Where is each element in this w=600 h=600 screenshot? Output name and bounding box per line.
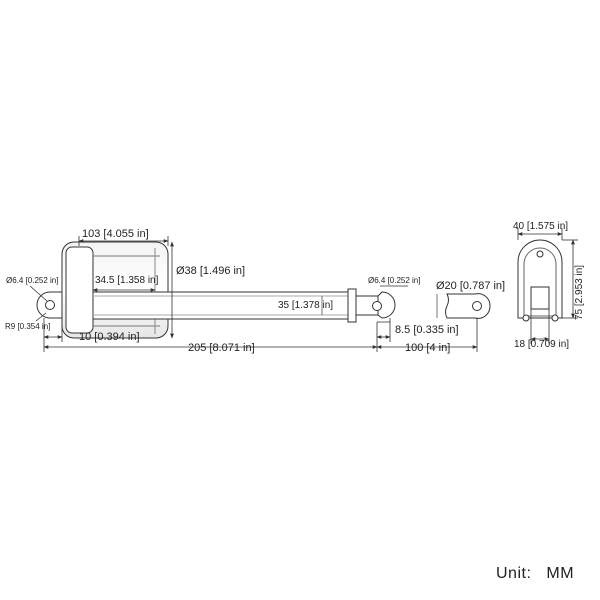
screw-top	[536, 250, 544, 258]
label-rear-radius: R9 [0.354 in]	[5, 322, 50, 331]
front-mounting-hole	[372, 301, 382, 311]
actuator-side-view	[36, 241, 396, 339]
leader-rear-radius	[35, 312, 47, 322]
label-motor-offset: 34.5 [1.358 in]	[95, 275, 159, 286]
extended-rod-view	[445, 293, 491, 319]
tube-collar	[347, 288, 357, 323]
label-end-height: 75 [2.953 in]	[574, 265, 585, 320]
unit-label: Unit: MM	[496, 565, 574, 583]
label-tube-diameter: 35 [1.378 in]	[278, 300, 333, 311]
label-front-hole: Ø6.4 [0.252 in]	[368, 276, 420, 285]
motor-cap	[65, 246, 94, 334]
label-end-base: 18 [0.709 in]	[514, 339, 569, 350]
rear-mounting-hole	[45, 300, 55, 310]
leader-rear-hole	[29, 285, 48, 302]
unit-label-text: Unit:	[496, 565, 532, 582]
label-motor-length: 103 [4.055 in]	[82, 228, 149, 240]
extended-rod-hole	[472, 301, 482, 311]
screw-left	[522, 314, 530, 322]
end-view-square	[530, 286, 550, 310]
label-rod-diameter: Ø20 [0.787 in]	[436, 280, 505, 292]
label-motor-diameter: Ø38 [1.496 in]	[176, 265, 245, 277]
label-end-width: 40 [1.575 in]	[513, 221, 568, 232]
label-rear-offset: 10 [0.394 in]	[79, 331, 140, 343]
actuator-end-view	[517, 239, 563, 322]
unit-value: MM	[546, 565, 575, 582]
screw-right	[551, 314, 559, 322]
label-stroke: 100 [4 in]	[405, 342, 450, 354]
label-front-offset: 8.5 [0.335 in]	[395, 324, 459, 336]
front-rod-end	[377, 291, 396, 319]
label-rear-hole: Ø6.4 [0.252 in]	[6, 276, 58, 285]
label-overall-length: 205 [8.071 in]	[188, 342, 255, 354]
